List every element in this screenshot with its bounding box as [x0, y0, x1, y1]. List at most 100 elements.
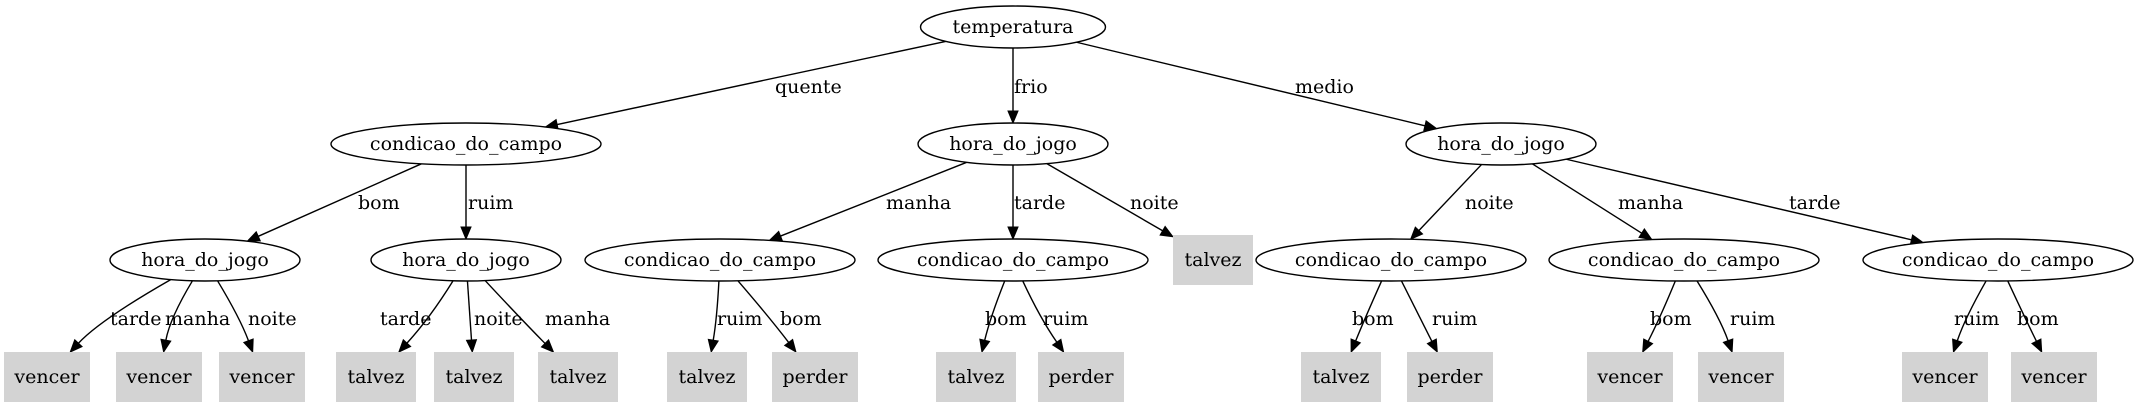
edge-label: ruim	[717, 308, 762, 330]
leaf-node-l4: talvez	[336, 352, 416, 402]
decision-node-n_quente: condicao_do_campo	[330, 122, 602, 166]
edge-q_ruim-to-l4: tarde	[380, 280, 454, 353]
decision-node-f_tarde: condicao_do_campo	[877, 238, 1149, 282]
edge-line	[466, 280, 473, 341]
arrow-head	[2031, 338, 2043, 354]
node-label: condicao_do_campo	[1902, 249, 2094, 271]
node-box	[4, 352, 90, 402]
edge-line	[165, 280, 194, 341]
node-label: condicao_do_campo	[917, 249, 1109, 271]
node-label: vencer	[2020, 366, 2087, 388]
node-ellipse	[1405, 122, 1597, 166]
node-label: talvez	[445, 366, 502, 388]
edge-label: tarde	[110, 308, 161, 330]
node-ellipse	[877, 238, 1149, 282]
edge-label: ruim	[1954, 308, 1999, 330]
leaf-node-l12: perder	[1407, 352, 1493, 402]
edge-line	[780, 161, 967, 237]
edge-m_noite-to-l11: bom	[1350, 280, 1394, 354]
node-ellipse	[919, 5, 1107, 49]
edge-line	[1566, 158, 1912, 241]
edge-label: manha	[886, 192, 951, 214]
node-label: condicao_do_campo	[1295, 249, 1487, 271]
arrow-head	[1952, 338, 1963, 354]
node-label: condicao_do_campo	[1588, 249, 1780, 271]
leaf-node-l10: perder	[1038, 352, 1124, 402]
node-ellipse	[1548, 238, 1820, 282]
node-label: temperatura	[953, 16, 1074, 38]
node-label: perder	[1049, 366, 1115, 388]
edge-m_manha-to-l13: bom	[1642, 280, 1692, 354]
node-ellipse	[330, 122, 602, 166]
leaf-node-l6: talvez	[538, 352, 618, 402]
arrow-head	[69, 338, 83, 353]
edge-line	[1956, 280, 1987, 341]
arrow-head	[242, 338, 254, 354]
edge-f_manha-to-l7: ruim	[707, 280, 762, 354]
node-label: talvez	[1312, 366, 1369, 388]
node-ellipse	[370, 238, 562, 282]
arrow-head	[160, 338, 172, 354]
edge-m_tarde-to-l15: ruim	[1952, 280, 1999, 354]
edge-line	[1696, 280, 1729, 341]
edge-label: bom	[1352, 308, 1394, 330]
node-box	[1407, 352, 1493, 402]
decision-node-m_tarde: condicao_do_campo	[1862, 238, 2134, 282]
edge-line	[1022, 280, 1058, 343]
node-label: condicao_do_campo	[370, 133, 562, 155]
decision-node-q_bom: hora_do_jogo	[109, 238, 301, 282]
edge-q_bom-to-l1: tarde	[69, 278, 172, 353]
edge-line	[1418, 164, 1483, 231]
node-label: vencer	[1596, 366, 1663, 388]
node-label: vencer	[228, 366, 295, 388]
edge-label: frio	[1014, 76, 1048, 98]
edge-n_medio-to-m_manha: manha	[1531, 163, 1683, 241]
edge-line	[1046, 163, 1163, 232]
edge-q_ruim-to-l6: manha	[484, 280, 610, 353]
arrow-head	[1159, 225, 1175, 238]
edge-f_tarde-to-l9: bom	[979, 280, 1027, 354]
leaf-node-l7: talvez	[667, 352, 747, 402]
edge-root-to-n_frio: frio	[1007, 48, 1048, 125]
node-box	[1173, 235, 1253, 285]
leaf-node-l3: vencer	[219, 352, 305, 402]
edge-f_manha-to-l8: bom	[737, 280, 822, 354]
node-box	[1698, 352, 1784, 402]
edge-m_noite-to-l12: ruim	[1400, 280, 1477, 354]
edge-n_medio-to-m_noite: noite	[1409, 164, 1514, 241]
edge-n_frio-to-f_tarde: tarde	[1007, 165, 1065, 241]
arrow-head	[707, 338, 719, 354]
leaf-node-l15: vencer	[1902, 352, 1988, 402]
leaf-node-l1: vencer	[4, 352, 90, 402]
edge-root-to-n_medio: medio	[1076, 41, 1438, 132]
leaf-node-l8: perder	[772, 352, 858, 402]
edge-m_manha-to-l14: ruim	[1696, 280, 1775, 354]
edge-n_quente-to-q_ruim: ruim	[460, 165, 513, 241]
edge-m_tarde-to-l16: bom	[2007, 280, 2059, 354]
edge-line	[1076, 41, 1426, 127]
edge-label: manha	[165, 308, 230, 330]
node-label: condicao_do_campo	[624, 249, 816, 271]
edge-line	[1355, 280, 1383, 342]
node-box	[2011, 352, 2097, 402]
edge-q_bom-to-l3: noite	[216, 280, 297, 354]
node-box	[936, 352, 1016, 402]
arrow-head	[783, 338, 797, 354]
edge-line	[1531, 163, 1643, 234]
edge-label: ruim	[468, 192, 513, 214]
edge-label: bom	[2017, 308, 2059, 330]
arrow-head	[1426, 338, 1438, 354]
arrow-head	[1051, 338, 1065, 354]
edge-label: noite	[474, 308, 523, 330]
edge-line	[1647, 280, 1676, 342]
edge-line	[77, 278, 172, 344]
decision-node-q_ruim: hora_do_jogo	[370, 238, 562, 282]
edge-line	[2007, 280, 2038, 342]
arrow-head	[398, 338, 412, 353]
edge-label: noite	[1465, 192, 1514, 214]
edge-label: ruim	[1043, 308, 1088, 330]
leaf-node-l5: talvez	[434, 352, 514, 402]
edge-line	[556, 40, 946, 126]
leaf-node-l16: vencer	[2011, 352, 2097, 402]
decision-node-n_medio: hora_do_jogo	[1405, 122, 1597, 166]
